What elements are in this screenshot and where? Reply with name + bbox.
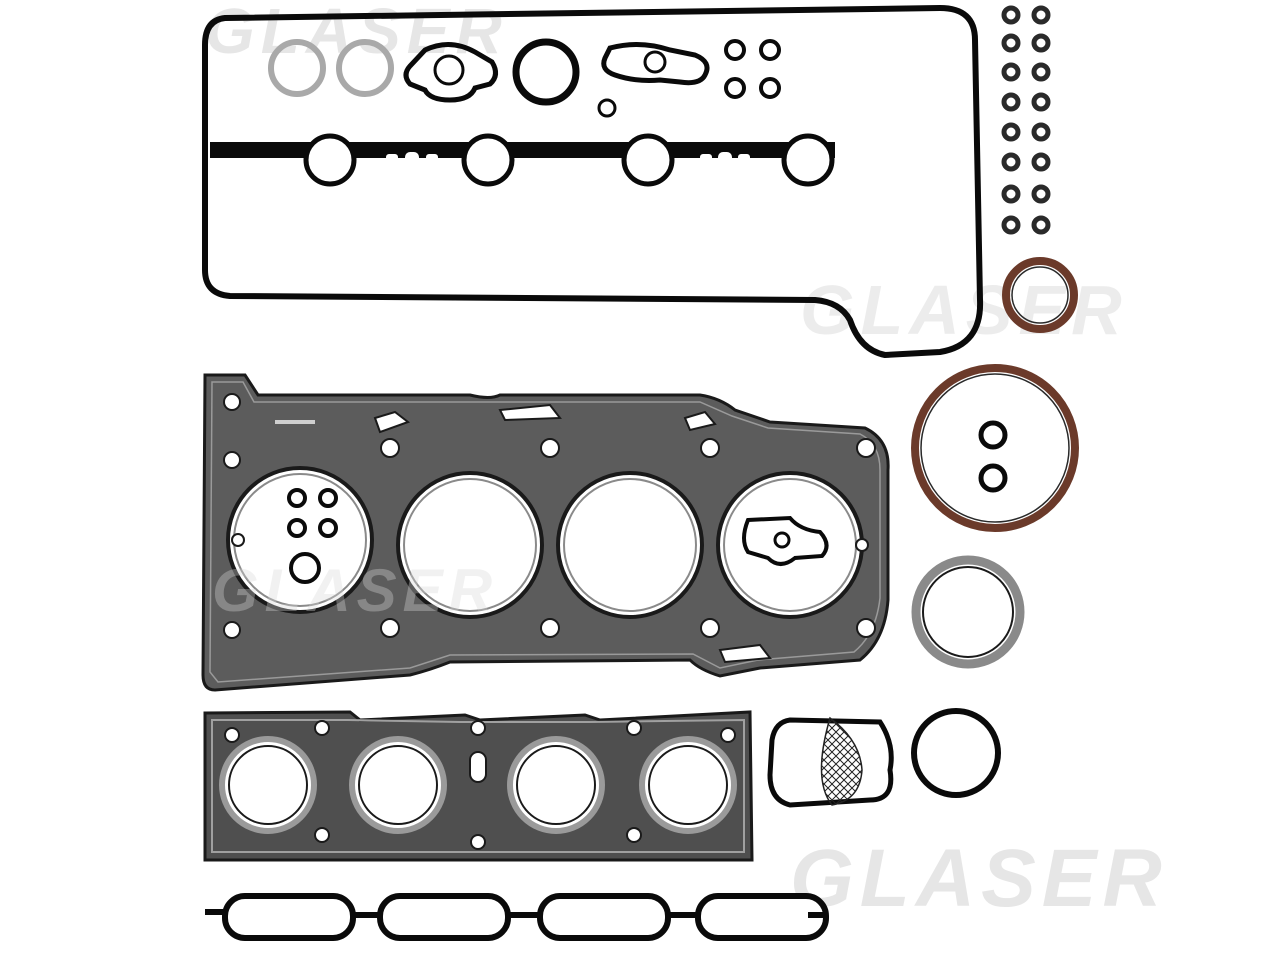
watermark-middle-left: GLASER <box>212 557 499 624</box>
inner-o-ring-2 <box>978 463 1008 493</box>
flange-gasket-1 <box>403 42 498 103</box>
cylinder-head-gasket <box>201 373 890 692</box>
valve-stem-seals <box>1001 5 1051 235</box>
o-ring-gray-1 <box>268 39 326 97</box>
small-o-ring <box>597 98 617 118</box>
small-flange-gasket <box>742 515 829 566</box>
o-ring-gray-2 <box>336 39 394 97</box>
head-small-seals <box>287 488 338 584</box>
exhaust-manifold-gasket <box>203 710 754 862</box>
exhaust-ring <box>911 555 1025 669</box>
inner-o-ring-1 <box>978 420 1008 450</box>
front-crank-seal <box>1002 257 1078 333</box>
o-ring-black-large <box>512 38 580 106</box>
round-gasket-black <box>911 708 1001 798</box>
rear-main-seal <box>911 364 1079 532</box>
flange-gasket-2 <box>601 42 710 86</box>
small-seal-group-top <box>724 39 781 99</box>
throttle-body-gasket <box>767 716 894 808</box>
intake-manifold-gasket <box>205 893 829 941</box>
spark-plug-tube-gasket <box>210 133 835 187</box>
valve-cover-gasket <box>202 5 984 358</box>
watermark-bottom-right: GLASER <box>790 833 1168 924</box>
